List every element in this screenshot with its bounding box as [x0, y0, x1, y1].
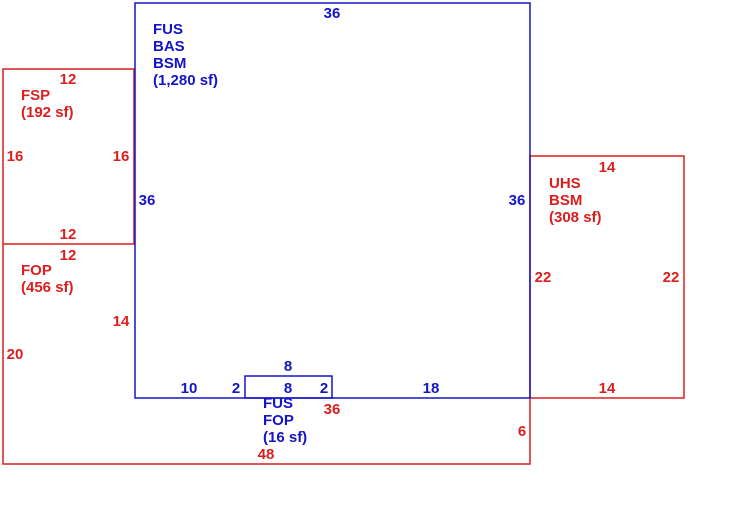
fsp-outline [2, 68, 135, 245]
dim-notch-left: 2 [232, 380, 240, 397]
dim-notch-top: 8 [284, 358, 292, 375]
dim-uhs-right: 22 [663, 269, 680, 286]
dim-main-bottom-right: 18 [423, 380, 440, 397]
dim-fop-right-edge: 6 [518, 423, 526, 440]
dim-uhs-left: 22 [535, 269, 552, 286]
dim-uhs-bottom: 14 [599, 380, 616, 397]
dim-fop-top: 12 [60, 247, 77, 264]
dim-fop-bottom: 48 [258, 446, 275, 463]
dim-fsp-right: 16 [113, 148, 130, 165]
dim-fop-inner: 36 [324, 401, 341, 418]
fop-large-outline [2, 244, 531, 465]
main-area-label: FUS BAS BSM (1,280 sf) [153, 21, 218, 89]
dim-fsp-top: 12 [60, 71, 77, 88]
dim-notch-inner: 8 [284, 380, 292, 397]
main-outline [134, 2, 531, 399]
fop-small-outline [244, 375, 333, 399]
uhs-area-label: UHS BSM (308 sf) [549, 175, 602, 226]
dim-fop-right: 14 [113, 313, 130, 330]
dim-main-top: 36 [324, 5, 341, 22]
dim-main-left: 36 [139, 192, 156, 209]
dim-main-right: 36 [509, 192, 526, 209]
dim-fop-left: 20 [7, 346, 24, 363]
fop-small-area-label: FUS FOP (16 sf) [263, 395, 307, 446]
fop-large-area-label: FOP (456 sf) [21, 262, 74, 296]
dim-uhs-top: 14 [599, 159, 616, 176]
dim-notch-right: 2 [320, 380, 328, 397]
dim-fsp-bottom: 12 [60, 226, 77, 243]
dim-main-bottom-left: 10 [181, 380, 198, 397]
fsp-area-label: FSP (192 sf) [21, 87, 74, 121]
dim-fsp-left: 16 [7, 148, 24, 165]
